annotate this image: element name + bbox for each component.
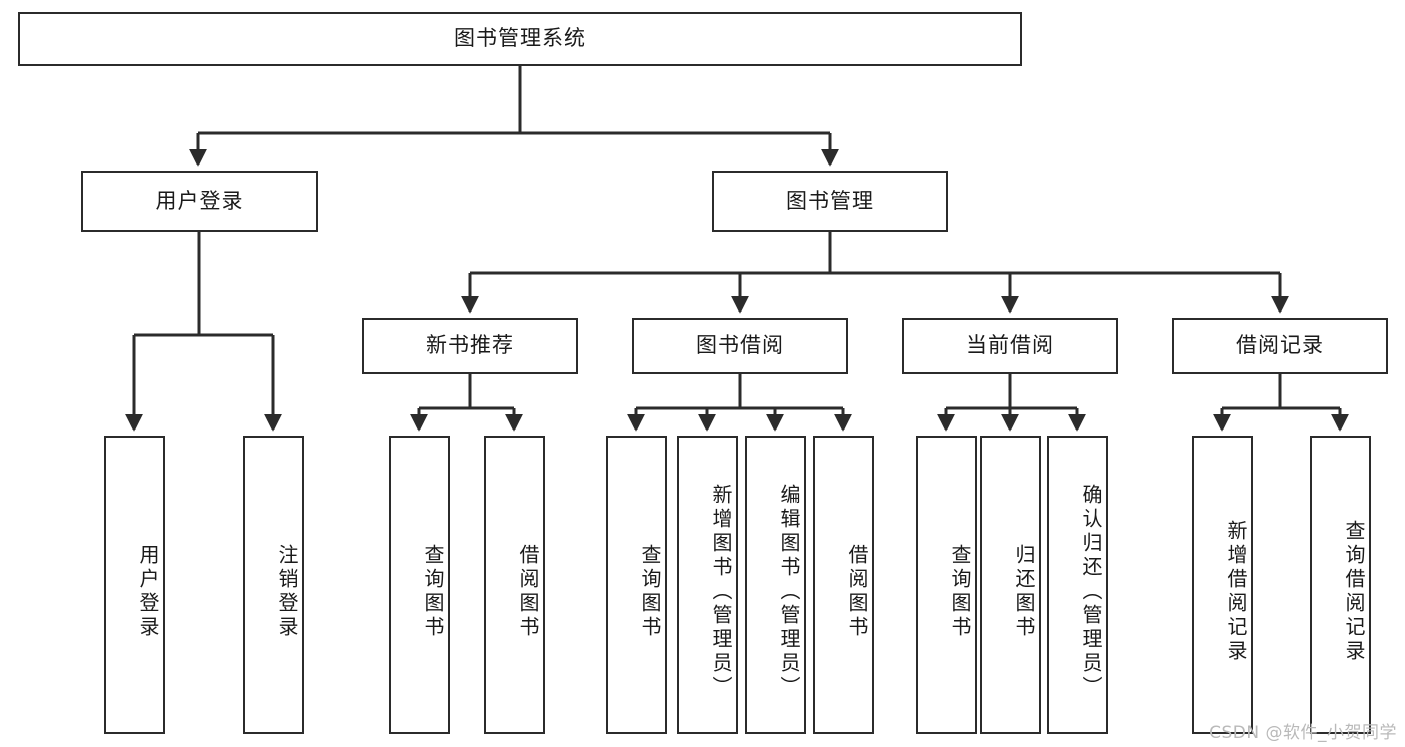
node-leaf-confirm-return-admin-label: 确认归还（管理员） [1079, 484, 1103, 700]
node-book-borrow-label: 图书借阅 [696, 333, 784, 358]
node-new-book-recommend[interactable]: 新书推荐 [362, 318, 578, 374]
node-leaf-query-book-current[interactable]: 查询图书 [916, 436, 977, 734]
node-current-borrow-label: 当前借阅 [966, 333, 1054, 358]
node-leaf-borrow-book-rec-label: 借阅图书 [516, 544, 540, 640]
node-book-manage[interactable]: 图书管理 [712, 171, 948, 232]
node-leaf-add-book-admin-label: 新增图书（管理员） [709, 484, 733, 700]
node-borrow-record[interactable]: 借阅记录 [1172, 318, 1388, 374]
node-leaf-query-book-borrow-label: 查询图书 [638, 544, 662, 640]
node-leaf-add-book-admin[interactable]: 新增图书（管理员） [677, 436, 738, 734]
node-root-system[interactable]: 图书管理系统 [18, 12, 1022, 66]
node-new-book-recommend-label: 新书推荐 [426, 333, 514, 358]
node-book-borrow[interactable]: 图书借阅 [632, 318, 848, 374]
node-leaf-confirm-return-admin[interactable]: 确认归还（管理员） [1047, 436, 1108, 734]
node-current-borrow[interactable]: 当前借阅 [902, 318, 1118, 374]
node-leaf-borrow-book-rec[interactable]: 借阅图书 [484, 436, 545, 734]
node-leaf-query-book-rec-label: 查询图书 [421, 544, 445, 640]
node-leaf-user-logout[interactable]: 注销登录 [243, 436, 304, 734]
node-book-manage-label: 图书管理 [786, 188, 874, 213]
node-leaf-return-book[interactable]: 归还图书 [980, 436, 1041, 734]
node-leaf-query-borrow-record-label: 查询借阅记录 [1342, 520, 1366, 664]
node-leaf-add-borrow-record-label: 新增借阅记录 [1224, 520, 1248, 664]
node-leaf-user-login[interactable]: 用户登录 [104, 436, 165, 734]
node-leaf-return-book-label: 归还图书 [1012, 544, 1036, 640]
node-leaf-query-book-current-label: 查询图书 [948, 544, 972, 640]
node-root-label: 图书管理系统 [454, 26, 586, 51]
node-user-login[interactable]: 用户登录 [81, 171, 318, 232]
node-leaf-user-login-label: 用户登录 [136, 544, 160, 640]
node-user-login-label: 用户登录 [155, 188, 244, 213]
node-leaf-query-book-rec[interactable]: 查询图书 [389, 436, 450, 734]
node-leaf-edit-book-admin[interactable]: 编辑图书（管理员） [745, 436, 806, 734]
watermark-text: CSDN @软件_小贺同学 [1209, 723, 1397, 743]
node-leaf-borrow-book[interactable]: 借阅图书 [813, 436, 874, 734]
node-leaf-user-logout-label: 注销登录 [275, 544, 299, 640]
node-leaf-edit-book-admin-label: 编辑图书（管理员） [777, 484, 801, 700]
node-leaf-borrow-book-label: 借阅图书 [845, 544, 869, 640]
node-leaf-query-book-borrow[interactable]: 查询图书 [606, 436, 667, 734]
node-leaf-query-borrow-record[interactable]: 查询借阅记录 [1310, 436, 1371, 734]
node-borrow-record-label: 借阅记录 [1236, 333, 1324, 358]
node-leaf-add-borrow-record[interactable]: 新增借阅记录 [1192, 436, 1253, 734]
